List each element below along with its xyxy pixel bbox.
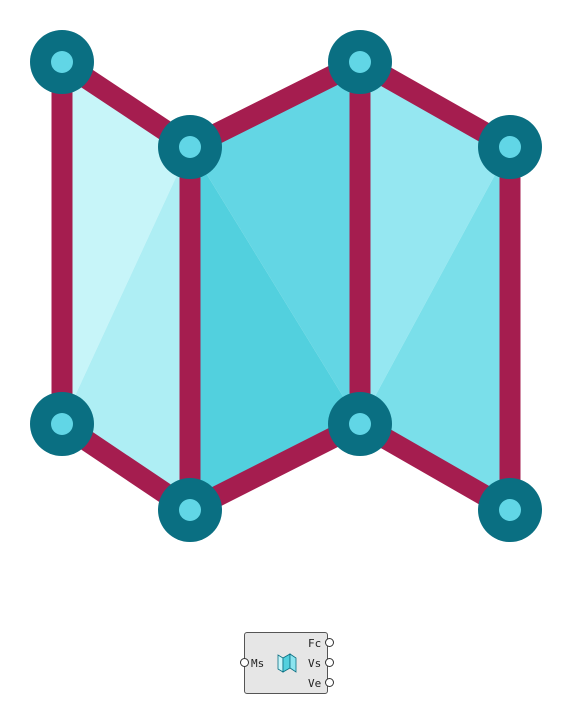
folded-mesh-icon [277, 653, 297, 673]
face-3-upper [360, 62, 510, 424]
vertex [30, 30, 94, 94]
output-grip-vs[interactable] [325, 658, 334, 667]
vertex [158, 115, 222, 179]
vertex [158, 478, 222, 542]
face-3-lower [360, 147, 510, 510]
face-2-lower [190, 147, 360, 510]
vertex [478, 115, 542, 179]
vertex [478, 478, 542, 542]
output-grip-ve[interactable] [325, 678, 334, 687]
face-2-upper [190, 62, 360, 424]
output-label-ve: Ve [308, 677, 322, 690]
face-1-lower [62, 147, 190, 510]
output-label-vs: Vs [308, 657, 322, 670]
vertex [30, 392, 94, 456]
output-grip-fc[interactable] [325, 638, 334, 647]
mesh-diagram [30, 30, 542, 542]
vertex [328, 30, 392, 94]
output-label-fc: Fc [308, 637, 322, 650]
mesh-vertices [30, 30, 542, 542]
mesh-faces [62, 62, 510, 510]
input-label-ms: Ms [251, 657, 265, 670]
mesh-component[interactable]: Ms Fc Vs Ve [240, 632, 334, 694]
face-1-upper [62, 62, 190, 424]
input-grip-ms[interactable] [240, 658, 249, 667]
vertex [328, 392, 392, 456]
